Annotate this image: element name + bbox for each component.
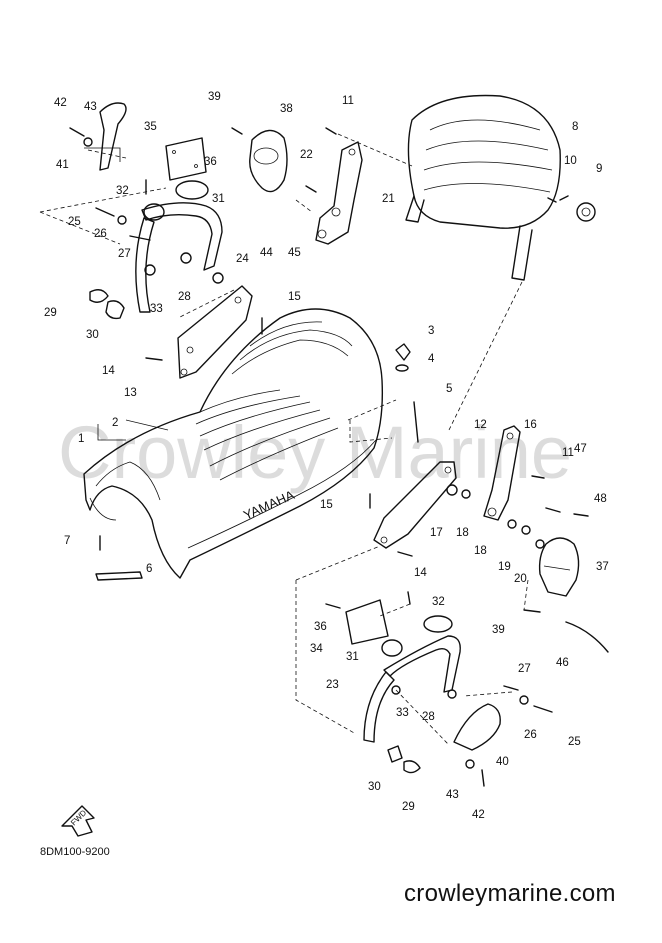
callout-label: 26	[524, 729, 537, 741]
callout-label: 34	[310, 643, 323, 655]
callout-label: 16	[524, 419, 537, 431]
callout-label: 39	[208, 91, 221, 103]
callout-label: 47	[574, 443, 587, 455]
callout-label: 46	[556, 657, 569, 669]
callout-label: 25	[568, 736, 581, 748]
callout-label: 29	[44, 307, 57, 319]
callout-label: 32	[116, 185, 129, 197]
callout-label: 42	[472, 809, 485, 821]
callout-label: 27	[118, 248, 131, 260]
fasteners	[69, 127, 589, 787]
callout-label: 33	[396, 707, 409, 719]
backrest	[405, 94, 561, 281]
lock-37	[538, 537, 580, 597]
callout-label: 21	[382, 193, 395, 205]
callout-label: 4	[428, 353, 435, 365]
diagram-code: 8DM100-9200	[40, 846, 110, 858]
callout-label: 22	[300, 149, 313, 161]
callout-label: 20	[514, 573, 527, 585]
callout-label: 19	[498, 561, 511, 573]
fwd-label: FWD	[69, 808, 88, 827]
callout-label: 11	[562, 447, 574, 459]
callout-label: 10	[564, 155, 577, 167]
plate-34	[345, 599, 389, 645]
handle-bar-23	[363, 615, 461, 743]
bracket-38	[249, 129, 288, 193]
callout-label: 14	[102, 365, 115, 377]
callout-label: 33	[150, 303, 163, 315]
callout-label: 41	[56, 159, 69, 171]
callout-label: 43	[446, 789, 459, 801]
callout-label: 11	[342, 95, 354, 107]
callout-label: 36	[204, 156, 217, 168]
callout-label: 24	[236, 253, 249, 265]
callout-label: 5	[446, 383, 452, 395]
callout-label: 15	[320, 499, 333, 511]
callout-label: 29	[402, 801, 415, 813]
callout-label: 45	[288, 247, 301, 259]
bracket-12	[373, 461, 457, 549]
callout-label: 31	[346, 651, 359, 663]
callout-label: 35	[144, 121, 157, 133]
callout-label: 8	[572, 121, 578, 133]
callout-label: 15	[288, 291, 301, 303]
watermark-text: Crowley Marine	[58, 411, 572, 494]
callout-label: 7	[64, 535, 70, 547]
pin	[559, 195, 569, 201]
callout-label: 12	[474, 419, 487, 431]
knob	[576, 202, 596, 222]
bracket-13	[177, 285, 253, 379]
callout-label: 42	[54, 97, 67, 109]
cable-5	[413, 401, 419, 443]
callout-label: 6	[146, 563, 152, 575]
callout-label: 17	[430, 527, 443, 539]
callout-label: 37	[596, 561, 609, 573]
callout-label: 13	[124, 387, 137, 399]
callout-labels: 42 43 41 35 36 39 38 11 8 22 21 10 9 32 …	[44, 91, 609, 821]
callout-label: 23	[326, 679, 339, 691]
callout-label: 40	[496, 756, 509, 768]
callout-label: 31	[212, 193, 225, 205]
callout-label: 28	[422, 711, 435, 723]
callout-label: 44	[260, 247, 273, 259]
bracket-21	[315, 141, 363, 245]
callout-label: 14	[414, 567, 427, 579]
callout-label: 2	[112, 417, 118, 429]
callout-label: 28	[178, 291, 191, 303]
plate-35	[165, 137, 207, 181]
handle-bar-24	[135, 180, 223, 313]
callout-label: 38	[280, 103, 293, 115]
callout-label: 18	[456, 527, 469, 539]
callout-label: 18	[474, 545, 487, 557]
strap-6	[95, 571, 143, 581]
callout-label: 3	[428, 325, 434, 337]
cable-46	[565, 621, 609, 653]
site-name: crowleymarine.com	[404, 880, 616, 907]
callout-label: 25	[68, 216, 81, 228]
callout-label: 48	[594, 493, 607, 505]
callout-label: 43	[84, 101, 97, 113]
callout-label: 9	[596, 163, 602, 175]
callout-label: 26	[94, 228, 107, 240]
callout-label: 30	[86, 329, 99, 341]
callout-label: 39	[492, 624, 505, 636]
bracket-16	[483, 425, 521, 521]
leader-lines	[39, 133, 529, 745]
grab-handle-41	[99, 102, 127, 171]
grab-handle-40	[453, 703, 501, 751]
callout-label: 36	[314, 621, 327, 633]
callout-label: 1	[78, 433, 84, 445]
callout-label: 30	[368, 781, 381, 793]
callout-label: 32	[432, 596, 445, 608]
callout-label: 27	[518, 663, 531, 675]
fwd-arrow-icon: FWD	[61, 805, 95, 837]
